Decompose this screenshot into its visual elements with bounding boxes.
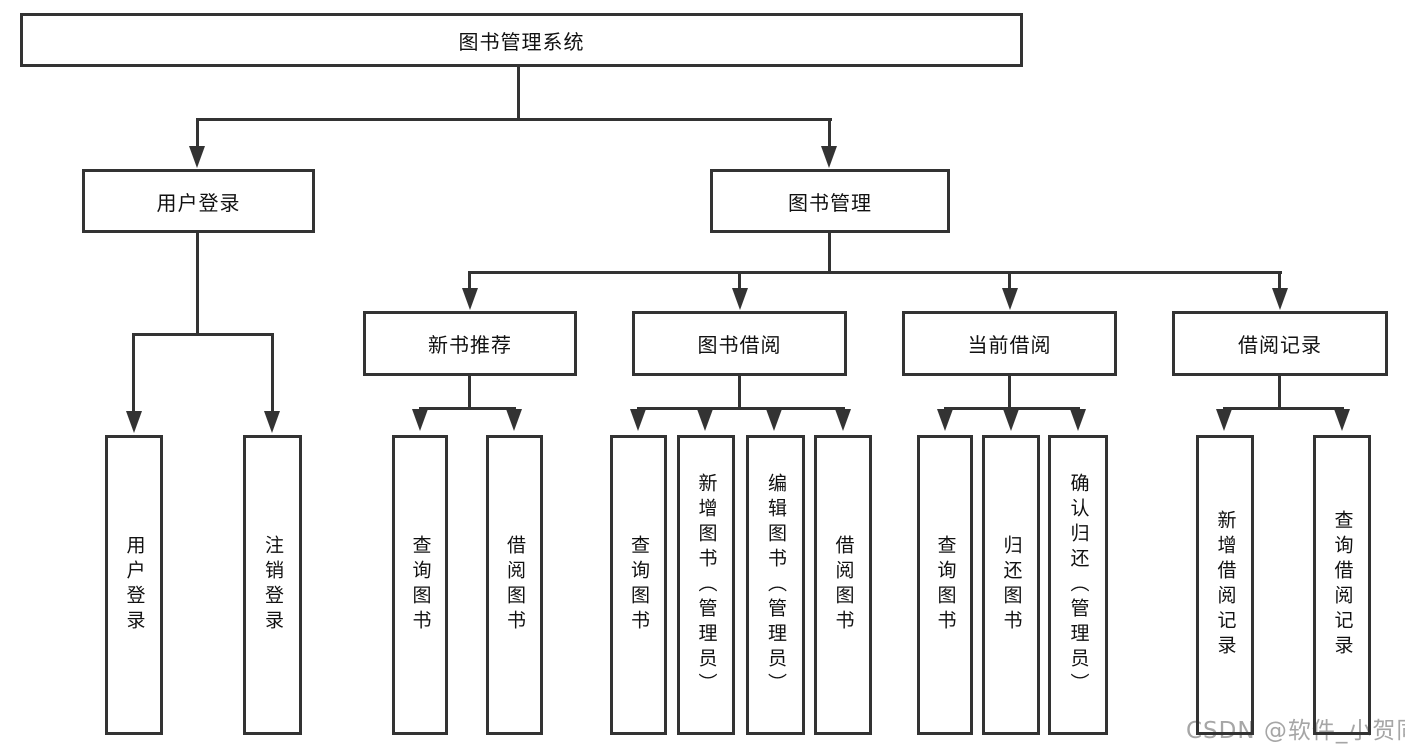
connector-line <box>271 333 274 411</box>
arrow-down-icon <box>835 409 851 431</box>
node-library-management-system: 图书管理系统 <box>20 13 1023 67</box>
node-label: 图书借阅 <box>697 333 782 357</box>
leaf-label: 确认归还（管理员） <box>1067 472 1090 698</box>
arrow-down-icon <box>126 411 142 433</box>
leaf-logout: 注销登录 <box>243 435 302 735</box>
arrow-down-icon <box>697 409 713 431</box>
node-new-book-recommend: 新书推荐 <box>363 311 577 376</box>
leaf-label: 查询借阅记录 <box>1331 510 1354 660</box>
node-book-borrowing: 图书借阅 <box>632 311 847 376</box>
arrow-down-icon <box>189 146 205 168</box>
leaf-borrow-books: 借阅图书 <box>814 435 872 735</box>
leaf-query-books: 查询图书 <box>917 435 973 735</box>
connector-line <box>828 231 831 274</box>
node-label: 新书推荐 <box>428 333 512 357</box>
connector-line <box>196 231 199 333</box>
arrow-down-icon <box>937 409 953 431</box>
leaf-add-book-admin: 新增图书（管理员） <box>677 435 735 735</box>
arrow-down-icon <box>1003 409 1019 431</box>
leaf-user-login: 用户登录 <box>105 435 163 735</box>
arrow-down-icon <box>1334 409 1350 431</box>
arrow-down-icon <box>1002 288 1018 310</box>
node-book-management: 图书管理 <box>710 169 950 233</box>
leaf-label: 注销登录 <box>262 535 284 635</box>
connector-line <box>468 374 471 409</box>
connector-line <box>944 407 1080 410</box>
arrow-down-icon <box>766 409 782 431</box>
leaf-edit-book-admin: 编辑图书（管理员） <box>746 435 805 735</box>
leaf-label: 归还图书 <box>1000 535 1023 635</box>
connector-line <box>1008 374 1011 409</box>
node-label: 用户登录 <box>156 190 241 215</box>
arrow-down-icon <box>412 409 428 431</box>
connector-line <box>132 333 274 336</box>
connector-line <box>196 118 199 150</box>
connector-line <box>196 118 832 121</box>
arrow-down-icon <box>1216 409 1232 431</box>
arrow-down-icon <box>821 146 837 168</box>
leaf-label: 编辑图书（管理员） <box>765 472 787 698</box>
connector-line <box>469 271 1282 274</box>
connector-line <box>738 271 741 289</box>
connector-line <box>132 333 135 411</box>
connector-line <box>468 271 471 289</box>
leaf-query-books: 查询图书 <box>392 435 448 735</box>
node-borrowing-records: 借阅记录 <box>1172 311 1388 376</box>
arrow-down-icon <box>732 288 748 310</box>
arrow-down-icon <box>1070 409 1086 431</box>
leaf-confirm-return-admin: 确认归还（管理员） <box>1048 435 1108 735</box>
connector-line <box>738 374 741 409</box>
leaf-query-borrow-record: 查询借阅记录 <box>1313 435 1371 735</box>
node-label: 图书管理 <box>788 190 872 215</box>
connector-line <box>517 66 520 120</box>
node-label: 借阅记录 <box>1238 333 1322 357</box>
arrow-down-icon <box>1272 288 1288 310</box>
arrow-down-icon <box>264 411 280 433</box>
leaf-label: 查询图书 <box>409 535 432 635</box>
leaf-label: 借阅图书 <box>504 535 526 635</box>
arrow-down-icon <box>630 409 646 431</box>
leaf-add-borrow-record: 新增借阅记录 <box>1196 435 1254 735</box>
leaf-label: 新增借阅记录 <box>1214 510 1237 660</box>
node-label: 图书管理系统 <box>458 29 585 54</box>
leaf-label: 新增图书（管理员） <box>695 472 718 698</box>
leaf-borrow-books: 借阅图书 <box>486 435 543 735</box>
node-current-borrowing: 当前借阅 <box>902 311 1117 376</box>
connector-line <box>1278 374 1281 409</box>
node-user-login: 用户登录 <box>82 169 315 233</box>
leaf-label: 查询图书 <box>934 535 957 635</box>
leaf-label: 用户登录 <box>123 535 146 635</box>
connector-line <box>828 118 831 150</box>
connector-line <box>637 407 845 410</box>
leaf-return-books: 归还图书 <box>982 435 1040 735</box>
arrow-down-icon <box>462 288 478 310</box>
leaf-label: 借阅图书 <box>832 535 855 635</box>
connector-line <box>419 407 516 410</box>
connector-line <box>1223 407 1344 410</box>
leaf-label: 查询图书 <box>628 535 650 635</box>
connector-line <box>1278 271 1281 289</box>
node-label: 当前借阅 <box>967 333 1052 357</box>
leaf-query-books: 查询图书 <box>610 435 667 735</box>
connector-line <box>1008 271 1011 289</box>
arrow-down-icon <box>506 409 522 431</box>
